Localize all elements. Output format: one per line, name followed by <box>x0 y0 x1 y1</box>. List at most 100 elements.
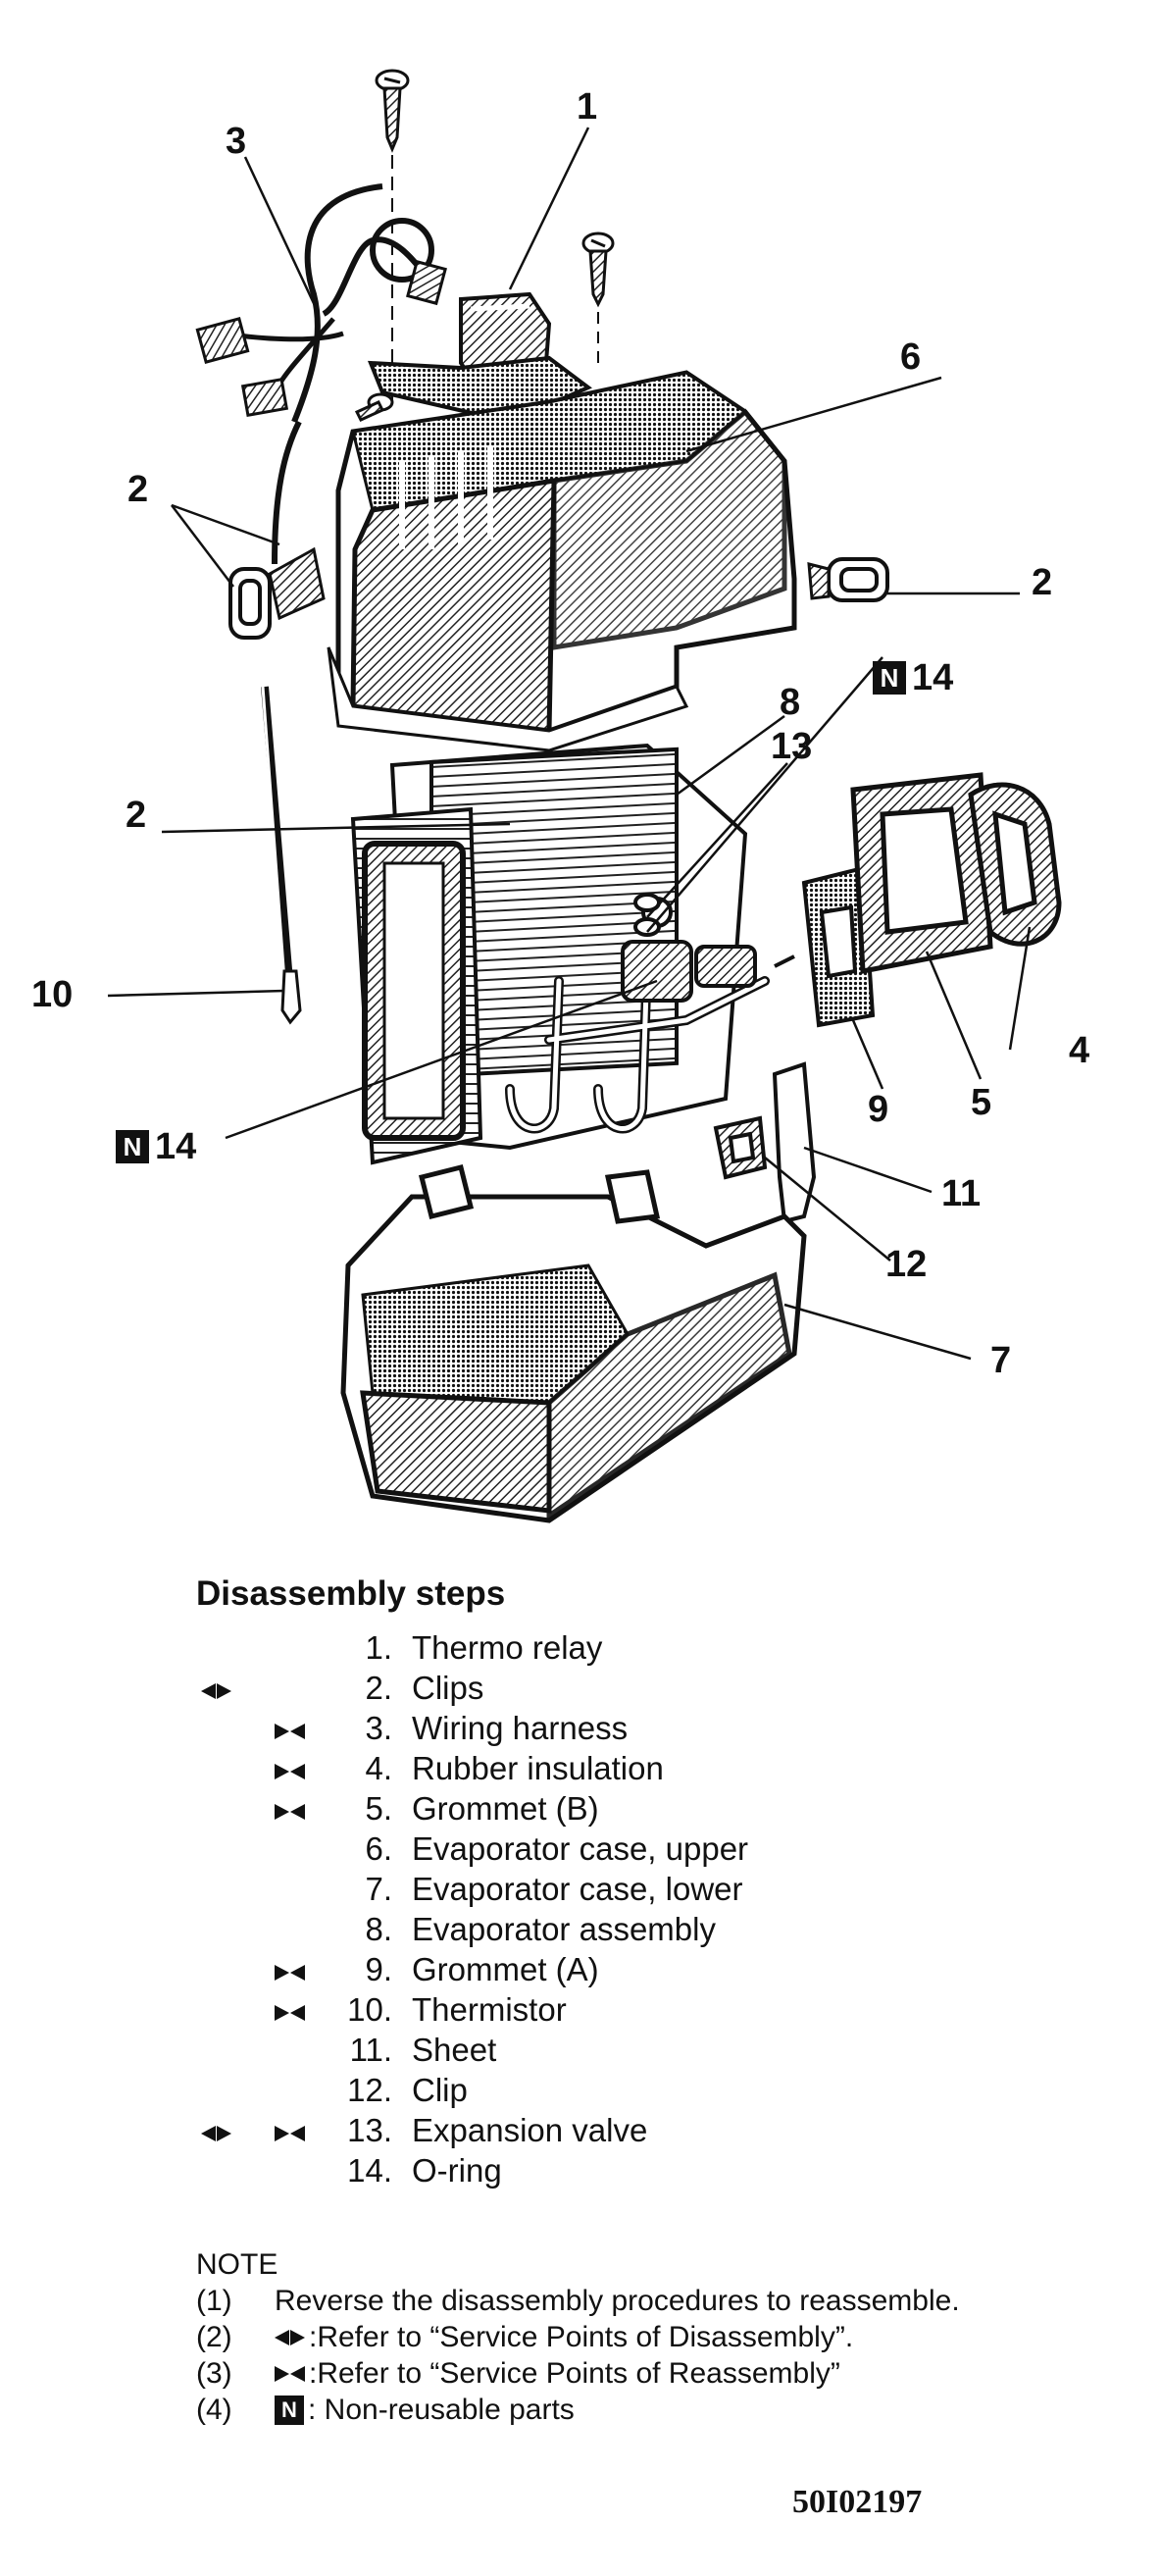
note-text: :Refer to “Service Points of Disassembly… <box>309 2321 854 2353</box>
step-number: 6. <box>365 1830 392 1867</box>
step-6: 6. Evaporator case, upper <box>196 1829 1137 1869</box>
step-number: 8. <box>365 1911 392 1947</box>
callout-7: 7 <box>990 1340 1012 1381</box>
step-10: 10. Thermistor <box>196 1989 1137 2030</box>
note-index: (1) <box>196 2285 232 2317</box>
reassembly-mark-icon <box>275 1989 333 2030</box>
callout-5: 5 <box>971 1082 992 1123</box>
step-label: Grommet (B) <box>412 1790 599 1827</box>
reassembly-mark-icon <box>275 1708 333 1748</box>
evaporator-case-upper <box>327 370 797 752</box>
reassembly-mark-icon <box>275 1788 333 1829</box>
callout-13: 13 <box>771 726 813 767</box>
step-number: 9. <box>365 1951 392 1987</box>
clip-right <box>807 557 889 602</box>
note-index: (3) <box>196 2357 232 2390</box>
non-reusable-n-badge: N <box>873 661 906 695</box>
non-reusable-n-badge: N <box>116 1130 149 1163</box>
grommet-b <box>850 772 993 974</box>
callout-14-upper: N 14 <box>873 659 953 696</box>
step-label: Sheet <box>412 2032 497 2068</box>
step-label: Wiring harness <box>412 1710 629 1746</box>
step-9: 9. Grommet (A) <box>196 1949 1137 1989</box>
callout-14-lower: N 14 <box>116 1128 196 1165</box>
step-number: 4. <box>365 1750 392 1786</box>
screw-top-right <box>581 232 615 368</box>
leader-lines <box>107 127 1032 1361</box>
callout-14-upper-number: 14 <box>912 657 954 698</box>
note-title: NOTE <box>196 2248 278 2281</box>
step-12: 12. Clip <box>196 2070 1137 2110</box>
callout-1: 1 <box>577 86 598 128</box>
callout-14-lower-number: 14 <box>155 1126 197 1167</box>
step-label: Clips <box>412 1670 484 1706</box>
note-item-2: (2) :Refer to “Service Points of Disasse… <box>196 2319 1137 2355</box>
screw-top-left <box>375 69 410 402</box>
grommet-a <box>801 865 876 1028</box>
wiring-harness <box>195 183 447 982</box>
callout-6: 6 <box>900 336 922 378</box>
steps-title: Disassembly steps <box>196 1574 506 1613</box>
screw-mid-left <box>354 392 394 422</box>
evaporator-exploded-diagram: 1 3 6 2 2 N 14 8 13 2 10 4 5 9 N 14 11 1… <box>31 69 1090 1523</box>
step-8: 8. Evaporator assembly <box>196 1909 1137 1949</box>
step-label: Expansion valve <box>412 2112 648 2148</box>
step-number: 10. <box>347 1991 392 2028</box>
step-number: 2. <box>365 1670 392 1706</box>
thermistor <box>280 969 302 1025</box>
step-number: 5. <box>365 1790 392 1827</box>
callout-2-left: 2 <box>127 469 149 510</box>
disassembly-mark-icon <box>201 1668 260 1708</box>
reassembly-mark-icon <box>275 1949 333 1989</box>
step-3: 3. Wiring harness <box>196 1708 1137 1748</box>
callout-2-middle: 2 <box>126 795 147 836</box>
evaporator-assembly <box>350 743 770 1165</box>
step-number: 12. <box>347 2072 392 2108</box>
step-number: 11. <box>349 2032 392 2068</box>
note-text: : Non-reusable parts <box>308 2394 575 2426</box>
disassembly-steps: Disassembly steps 1. Thermo relay 2. Cli… <box>196 1574 1137 2190</box>
sheet <box>772 1061 817 1224</box>
note-item-4: (4) N : Non-reusable parts <box>196 2392 1137 2428</box>
callout-4: 4 <box>1069 1030 1090 1071</box>
step-14: 14. O-ring <box>196 2150 1137 2190</box>
step-4: 4. Rubber insulation <box>196 1748 1137 1788</box>
step-1: 1. Thermo relay <box>196 1627 1137 1668</box>
clip-12 <box>713 1115 768 1180</box>
note-item-3: (3) :Refer to “Service Points of Reassem… <box>196 2355 1137 2392</box>
step-label: Rubber insulation <box>412 1750 664 1786</box>
note-text: :Refer to “Service Points of Reassembly” <box>309 2357 840 2390</box>
step-label: Evaporator assembly <box>412 1911 716 1947</box>
callout-12: 12 <box>885 1244 928 1285</box>
step-label: Thermistor <box>412 1991 567 2028</box>
reassembly-mark-icon <box>275 2365 305 2382</box>
callout-9: 9 <box>868 1089 889 1130</box>
callout-11: 11 <box>941 1173 982 1214</box>
non-reusable-n-badge: N <box>275 2395 304 2425</box>
step-number: 1. <box>365 1629 392 1666</box>
note-item-1: (1) Reverse the disassembly procedures t… <box>196 2283 1137 2319</box>
diagram-drawing <box>107 69 1062 1523</box>
disassembly-mark-icon <box>201 2110 260 2150</box>
step-number: 14. <box>347 2152 392 2189</box>
step-2: 2. Clips <box>196 1668 1137 1708</box>
step-label: Grommet (A) <box>412 1951 599 1987</box>
step-label: Evaporator case, upper <box>412 1830 749 1867</box>
step-5: 5. Grommet (B) <box>196 1788 1137 1829</box>
disassembly-mark-icon <box>275 2329 305 2345</box>
step-11: 11. Sheet <box>196 2030 1137 2070</box>
o-ring-upper <box>633 893 661 937</box>
callout-10: 10 <box>31 974 74 1015</box>
step-number: 13. <box>347 2112 392 2148</box>
clip-left <box>228 546 326 640</box>
rubber-insulation <box>968 782 1062 947</box>
step-label: Clip <box>412 2072 468 2108</box>
callout-3: 3 <box>226 121 247 162</box>
figure-code: 50I02197 <box>792 2484 923 2520</box>
step-7: 7. Evaporator case, lower <box>196 1869 1137 1909</box>
note-section: NOTE (1) Reverse the disassembly procedu… <box>196 2246 1137 2428</box>
callout-2-right: 2 <box>1032 562 1053 603</box>
evaporator-case-lower <box>340 1163 807 1523</box>
step-label: Evaporator case, lower <box>412 1871 743 1907</box>
note-index: (4) <box>196 2394 232 2426</box>
